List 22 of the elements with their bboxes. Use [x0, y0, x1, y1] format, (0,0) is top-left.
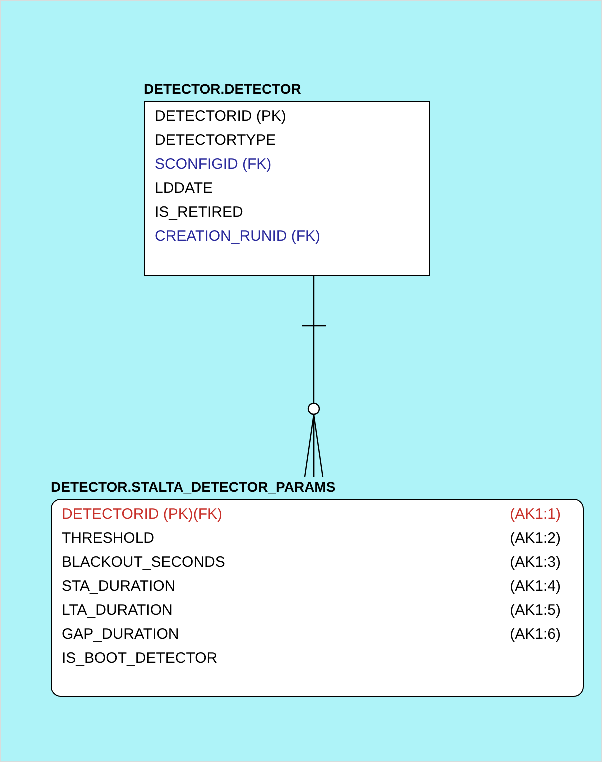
attribute-name: LDDATE — [155, 180, 214, 197]
attribute-name: IS_RETIRED — [155, 204, 244, 221]
attribute-name: LTA_DURATION — [62, 602, 173, 619]
attribute-name: IS_BOOT_DETECTOR — [62, 650, 218, 667]
entity-name: DETECTOR.STALTA_DETECTOR_PARAMS — [51, 479, 336, 495]
attribute-name: DETECTORID (PK)(FK) — [62, 506, 223, 523]
entity-name: DETECTOR.DETECTOR — [144, 81, 302, 97]
key-label: (AK1:6) — [510, 626, 561, 643]
key-label: (AK1:3) — [510, 554, 561, 571]
attribute-name: THRESHOLD — [62, 530, 155, 547]
attribute-name: CREATION_RUNID (FK) — [155, 228, 321, 245]
attribute-name: GAP_DURATION — [62, 626, 180, 643]
key-label: (AK1:2) — [510, 530, 561, 547]
attribute-name: DETECTORID (PK) — [155, 108, 286, 125]
relationship-line — [301, 276, 327, 478]
attribute-name: DETECTORTYPE — [155, 132, 276, 149]
key-label: (AK1:4) — [510, 578, 561, 595]
key-label: (AK1:5) — [510, 602, 561, 619]
attribute-name: SCONFIGID (FK) — [155, 156, 272, 173]
attribute-name: BLACKOUT_SECONDS — [62, 554, 226, 571]
key-label: (AK1:1) — [510, 506, 561, 523]
attribute-name: STA_DURATION — [62, 578, 176, 595]
